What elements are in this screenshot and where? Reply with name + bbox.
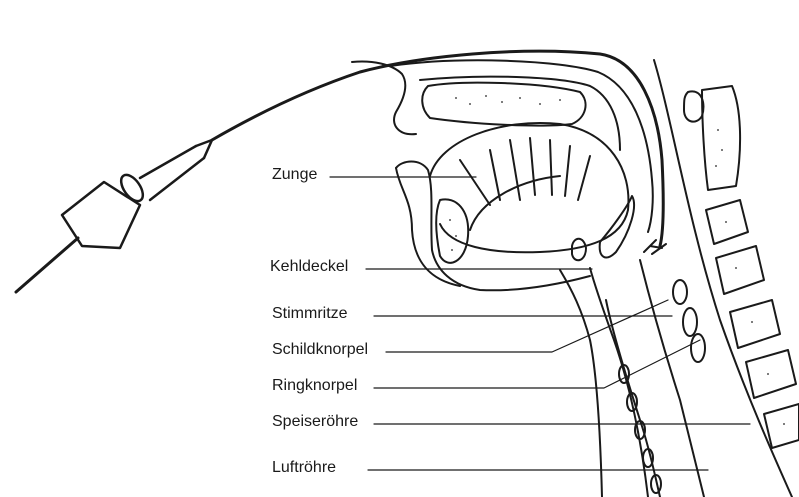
spine [654,60,799,497]
label-luftroehre: Luftröhre [272,459,336,477]
label-kehldeckel: Kehldeckel [270,258,348,276]
label-zunge: Zunge [272,166,317,184]
label-stimmritze: Stimmritze [272,305,348,323]
airway [560,260,705,497]
bone-stipple [449,95,785,425]
label-schildknorpel: Schildknorpel [272,341,368,359]
tongue [430,123,628,252]
label-speiseroehre: Speiseröhre [272,413,358,431]
catheter-tube [16,51,663,292]
epiglottis [572,196,634,260]
tube-tip [644,240,666,254]
label-ringknorpel: Ringknorpel [272,377,357,395]
